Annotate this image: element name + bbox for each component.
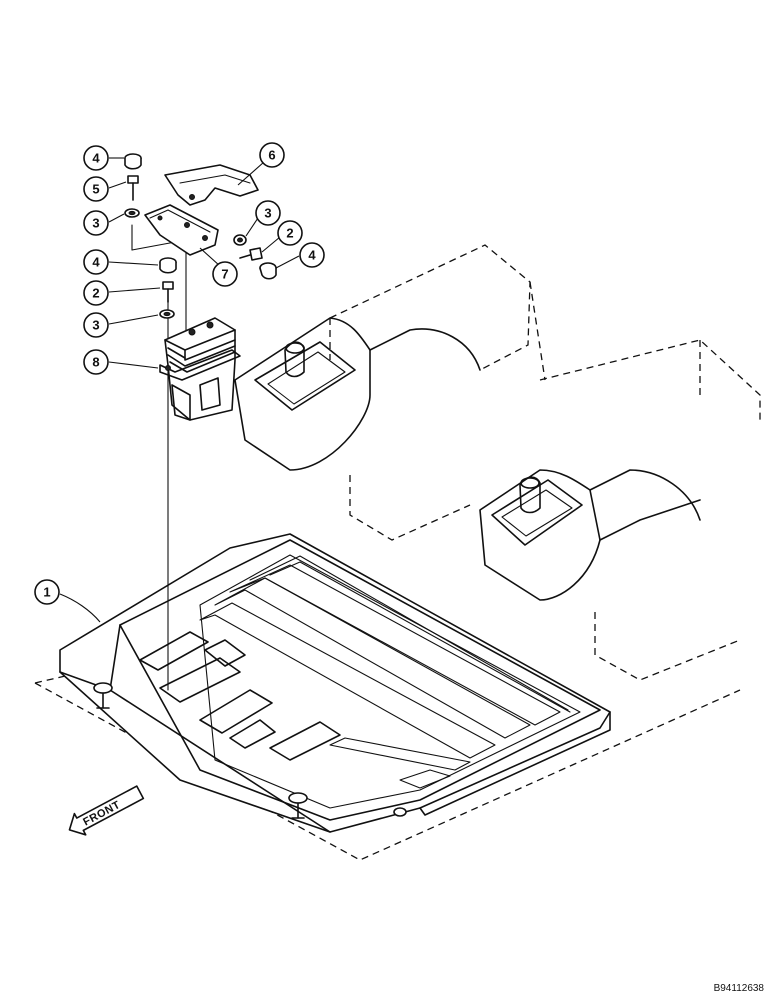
callout-7: 7 (212, 261, 238, 287)
callout-2-right: 2 (277, 220, 303, 246)
svg-text:3: 3 (92, 318, 99, 333)
bolt-lower (162, 281, 174, 303)
svg-text:8: 8 (92, 355, 99, 370)
callout-3-upper: 3 (83, 210, 109, 236)
mat-slot (229, 719, 276, 749)
washer-upper (124, 208, 140, 218)
rear-pedal-housing (234, 317, 481, 471)
washer-right (233, 234, 247, 246)
bolt-right (239, 247, 263, 261)
leader-lines (59, 157, 300, 623)
cap-nut-upper (124, 153, 142, 170)
front-direction-arrow: FRONT (68, 785, 145, 836)
mat-slot (159, 657, 241, 703)
svg-text:6: 6 (268, 148, 275, 163)
mat-slot (139, 631, 209, 671)
front-pedal-housing (479, 469, 701, 601)
phantom-seat-rear (329, 244, 546, 541)
callout-3-right: 3 (255, 200, 281, 226)
cover-plate (164, 164, 259, 206)
mat-slot (199, 689, 273, 734)
svg-text:3: 3 (264, 206, 271, 221)
svg-text:2: 2 (286, 226, 293, 241)
mounting-stud (93, 682, 113, 709)
svg-text:4: 4 (308, 248, 316, 263)
callout-1: 1 (34, 579, 60, 605)
cap-nut-lower (159, 257, 177, 274)
floor-mat (59, 533, 611, 833)
phantom-seat-front (539, 339, 761, 681)
svg-text:4: 4 (92, 255, 100, 270)
document-id: B94112638 (713, 983, 764, 994)
callout-6: 6 (259, 142, 285, 168)
svg-text:4: 4 (92, 151, 100, 166)
callout-2-lower: 2 (83, 280, 109, 306)
washer-lower (159, 309, 175, 319)
bracket (144, 204, 219, 256)
callout-5: 5 (83, 176, 109, 202)
callout-4-lower: 4 (83, 249, 109, 275)
callout-3-lower: 3 (83, 312, 109, 338)
svg-text:2: 2 (92, 286, 99, 301)
cap-nut-right (259, 262, 277, 280)
svg-text:1: 1 (43, 585, 50, 600)
mat-slot (204, 639, 246, 667)
svg-text:5: 5 (92, 182, 99, 197)
mounting-stud (288, 792, 308, 819)
callout-4-upper: 4 (83, 145, 109, 171)
mounting-stud (393, 807, 407, 817)
callout-8: 8 (83, 349, 109, 375)
bolt-upper (127, 175, 139, 201)
svg-text:7: 7 (221, 267, 228, 282)
svg-text:3: 3 (92, 216, 99, 231)
pedal-block (159, 317, 241, 421)
mat-slot (269, 721, 341, 761)
callout-4-right: 4 (299, 242, 325, 268)
